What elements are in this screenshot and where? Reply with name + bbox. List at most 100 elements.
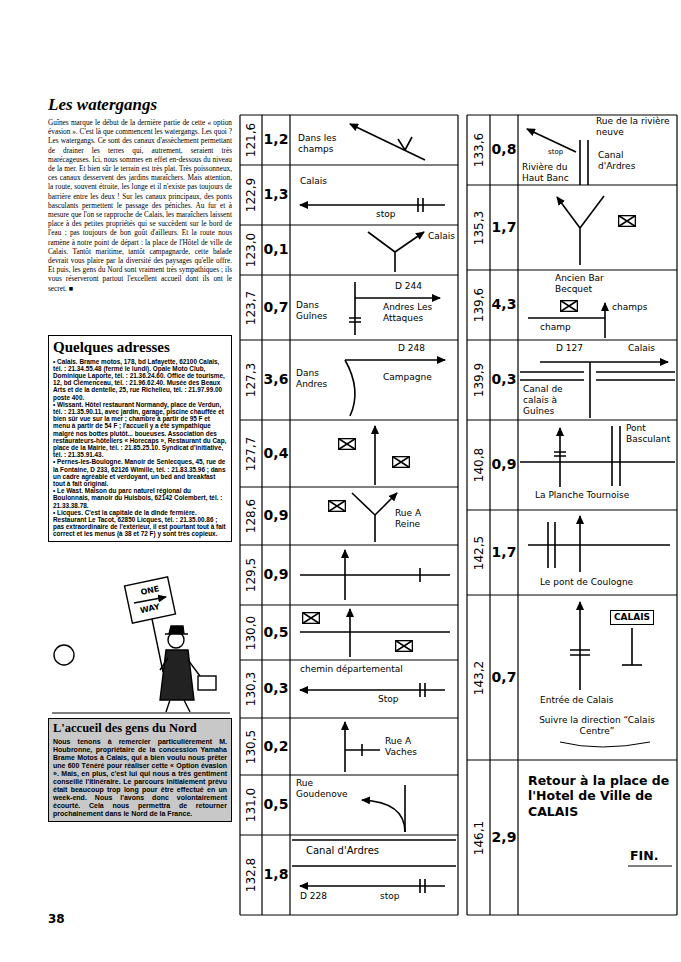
road-stroke: [466, 115, 467, 915]
road-stroke: [520, 379, 584, 381]
road-label: Le pont de Coulogne: [540, 577, 633, 588]
road-label: Calais: [628, 343, 655, 354]
road-label: stop: [548, 148, 563, 157]
road-label: Dans les champs: [298, 133, 354, 155]
table-grid: [240, 115, 677, 915]
km-partial: 1,7: [492, 544, 517, 561]
road-label: Canal de calais à Guînes: [523, 384, 587, 417]
km-partial: 1,8: [264, 866, 289, 883]
road-label: stop: [376, 209, 395, 220]
road-stroke: [329, 501, 346, 512]
road-stroke: [467, 339, 677, 340]
road-stroke: [134, 597, 166, 603]
road-label: stop: [380, 891, 399, 902]
km-total: 142,5: [471, 535, 486, 569]
road-stroke: [300, 631, 450, 633]
road-stroke: [292, 839, 456, 841]
road-stroke: [579, 228, 581, 265]
road-stroke: [520, 461, 675, 463]
road-stroke: [580, 196, 604, 228]
km-total: 130,3: [244, 672, 259, 706]
km-partial: 0,7: [264, 299, 289, 316]
road-stroke: [349, 609, 351, 657]
road-stroke: [240, 224, 458, 225]
road-stroke: [54, 645, 74, 665]
road-stroke: [570, 650, 590, 655]
thanks-box: L'accueil des gens du NordNous tenons à …: [48, 718, 232, 822]
km-partial: 0,2: [264, 738, 289, 755]
road-label: champ: [540, 322, 571, 333]
road-stroke: [457, 115, 458, 915]
road-stroke: [467, 509, 677, 510]
road-stroke: [374, 426, 376, 485]
road-label: Stop: [378, 694, 398, 705]
road-stroke: [631, 628, 633, 665]
box-heading: L'accueil des gens du Nord: [53, 722, 227, 736]
road-stroke: [292, 865, 456, 867]
road-label: Calais: [300, 176, 327, 187]
road-label: Rivière du Haut Banc: [522, 162, 576, 184]
road-stroke: [240, 774, 458, 775]
road-label: champs: [612, 302, 647, 313]
road-stroke: [420, 879, 425, 893]
km-partial: 4,3: [492, 296, 517, 313]
road-stroke: [300, 885, 445, 887]
km-total: 130,0: [244, 615, 259, 649]
road-stroke: [125, 577, 176, 623]
km-total: 143,2: [471, 660, 486, 694]
km-total: 135,3: [471, 210, 486, 244]
road-stroke: [240, 486, 458, 487]
road-label: Dans Andres: [296, 368, 334, 390]
road-stroke: [467, 759, 677, 760]
km-partial: 0,9: [492, 456, 517, 473]
road-stroke: [520, 371, 584, 373]
road-stroke: [561, 301, 578, 312]
road-stroke: [467, 914, 677, 915]
road-stroke: [619, 216, 636, 227]
address-box: Quelques adresses• Calais. Brame motos, …: [48, 335, 232, 542]
box-body: • Pernes-les-Boulogne. Manoir de Senlecq…: [53, 458, 227, 487]
road-stroke: [300, 574, 450, 576]
km-total: 122,9: [244, 178, 259, 212]
road-stroke: [398, 137, 412, 150]
road-stroke: [240, 914, 458, 915]
km-partial: 1,3: [264, 186, 289, 203]
article-title: Les watergangs: [48, 95, 157, 116]
road-stroke: [289, 115, 290, 915]
road-stroke: [166, 700, 190, 712]
road-stroke: [467, 269, 677, 270]
road-stroke: [240, 659, 458, 660]
road-stroke: [579, 516, 581, 572]
road-stroke: [587, 140, 589, 185]
road-stroke: [261, 115, 262, 915]
road-stroke: [554, 522, 556, 568]
road-stroke: [240, 339, 458, 340]
road-stroke: [619, 426, 621, 486]
road-stroke: [467, 114, 677, 115]
km-total: 129,5: [244, 558, 259, 592]
km-partial: 0,7: [492, 669, 517, 686]
road-label: Ancien Bar Becquet: [555, 273, 635, 295]
km-total: 133,6: [471, 133, 486, 167]
road-stroke: [467, 419, 677, 420]
road-stroke: [350, 124, 425, 160]
road-label: Retour à la place de l'Hotel de Ville de…: [528, 773, 673, 819]
km-total: 127,7: [244, 436, 259, 470]
km-total: 123,7: [244, 290, 259, 324]
km-total: 146,1: [471, 820, 486, 854]
road-label: chemin départemental: [300, 664, 403, 675]
road-stroke: [596, 371, 675, 373]
road-label: D 127: [556, 343, 583, 354]
km-total: 139,6: [471, 288, 486, 322]
road-stroke: [300, 689, 445, 691]
road-stroke: [676, 115, 677, 915]
km-total: 131,0: [244, 788, 259, 822]
cartoon: [52, 577, 230, 713]
box-heading: Quelques adresses: [53, 339, 227, 356]
road-stroke: [517, 115, 518, 915]
road-label: FIN.: [630, 848, 658, 863]
km-partial: 0,1: [264, 241, 289, 258]
road-label: D 244: [395, 281, 422, 292]
km-partial: 0,8: [492, 141, 517, 158]
